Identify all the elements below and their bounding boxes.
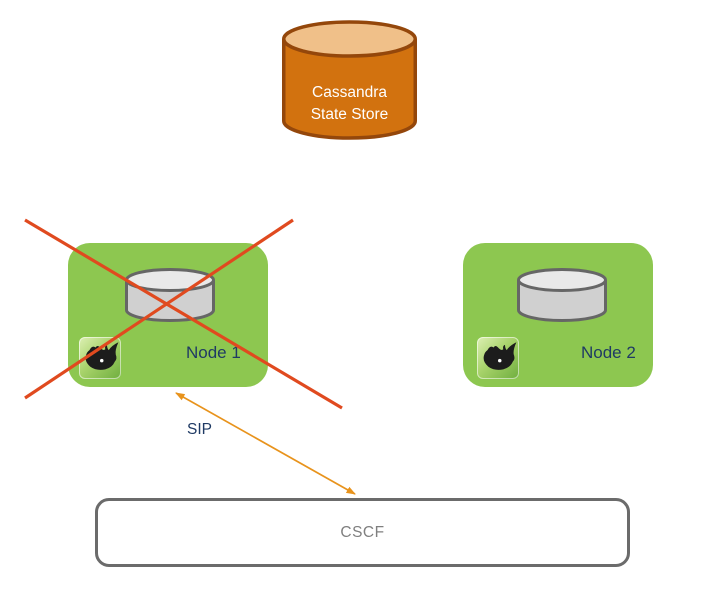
node-1-label: Node 1 (186, 343, 241, 362)
rhino-icon (79, 337, 121, 379)
sip-label: SIP (187, 421, 212, 438)
cscf-label: CSCF (340, 523, 385, 541)
rhino-icon (477, 337, 519, 379)
cassandra-label-line2: State Store (310, 106, 389, 123)
cscf-box: CSCF (95, 498, 630, 567)
node-2-label: Node 2 (581, 343, 636, 362)
sip-arrow (175, 392, 356, 495)
cassandra-label: Cassandra State Store (282, 82, 417, 126)
node-2: Node 2 (463, 243, 653, 387)
database-cylinder-icon (125, 268, 215, 322)
database-cylinder-icon (282, 20, 417, 140)
cassandra-label-line1: Cassandra (312, 84, 387, 101)
database-cylinder-icon (517, 268, 607, 322)
rhino-silhouette (483, 342, 517, 370)
cassandra-state-store: Cassandra State Store (282, 20, 417, 140)
node-1: Node 1 (68, 243, 268, 387)
rhino-silhouette (85, 342, 119, 370)
